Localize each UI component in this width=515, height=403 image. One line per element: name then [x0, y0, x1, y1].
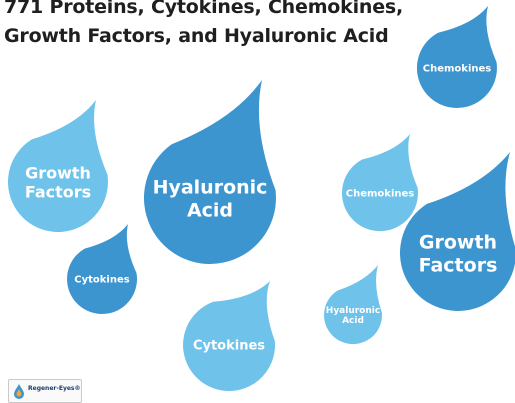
droplet-4: Cytokines — [183, 281, 276, 391]
droplet-label: Growth — [25, 163, 91, 182]
droplet-5: Chemokines — [416, 6, 497, 108]
droplet-label: Factors — [419, 254, 498, 276]
droplet-label: Acid — [187, 199, 233, 221]
droplet-logo-icon — [14, 384, 24, 399]
title-line-2: Growth Factors, and Hyaluronic Acid — [4, 25, 389, 47]
droplet-label: Cytokines — [193, 339, 265, 354]
title-line-1: 771 Proteins, Cytokines, Chemokines, — [4, 0, 404, 18]
logo-text: Regener-Eyes® — [28, 385, 81, 392]
droplet-6: Chemokines — [341, 134, 418, 232]
brand-logo: Regener-Eyes® — [8, 379, 82, 403]
droplet-label: Hyaluronic — [326, 306, 380, 316]
droplet-shape — [341, 134, 418, 232]
droplet-label: Chemokines — [346, 189, 415, 200]
droplet-shape — [324, 265, 383, 345]
droplet-label: Growth — [419, 231, 497, 253]
droplet-shape — [416, 6, 497, 108]
droplet-shape — [67, 224, 138, 315]
droplet-label: Cytokines — [74, 275, 129, 286]
droplet-label: Hyaluronic — [153, 176, 268, 198]
droplet-label: Chemokines — [423, 64, 492, 75]
droplet-label: Factors — [25, 182, 91, 201]
droplet-shape — [183, 281, 276, 391]
page-title: 771 Proteins, Cytokines, Chemokines, Gro… — [4, 0, 403, 51]
droplet-shape — [143, 80, 276, 264]
droplet-3: Cytokines — [67, 224, 138, 315]
droplet-label: Acid — [342, 316, 364, 326]
droplet-shape — [7, 100, 108, 232]
droplet-shape — [400, 152, 515, 311]
